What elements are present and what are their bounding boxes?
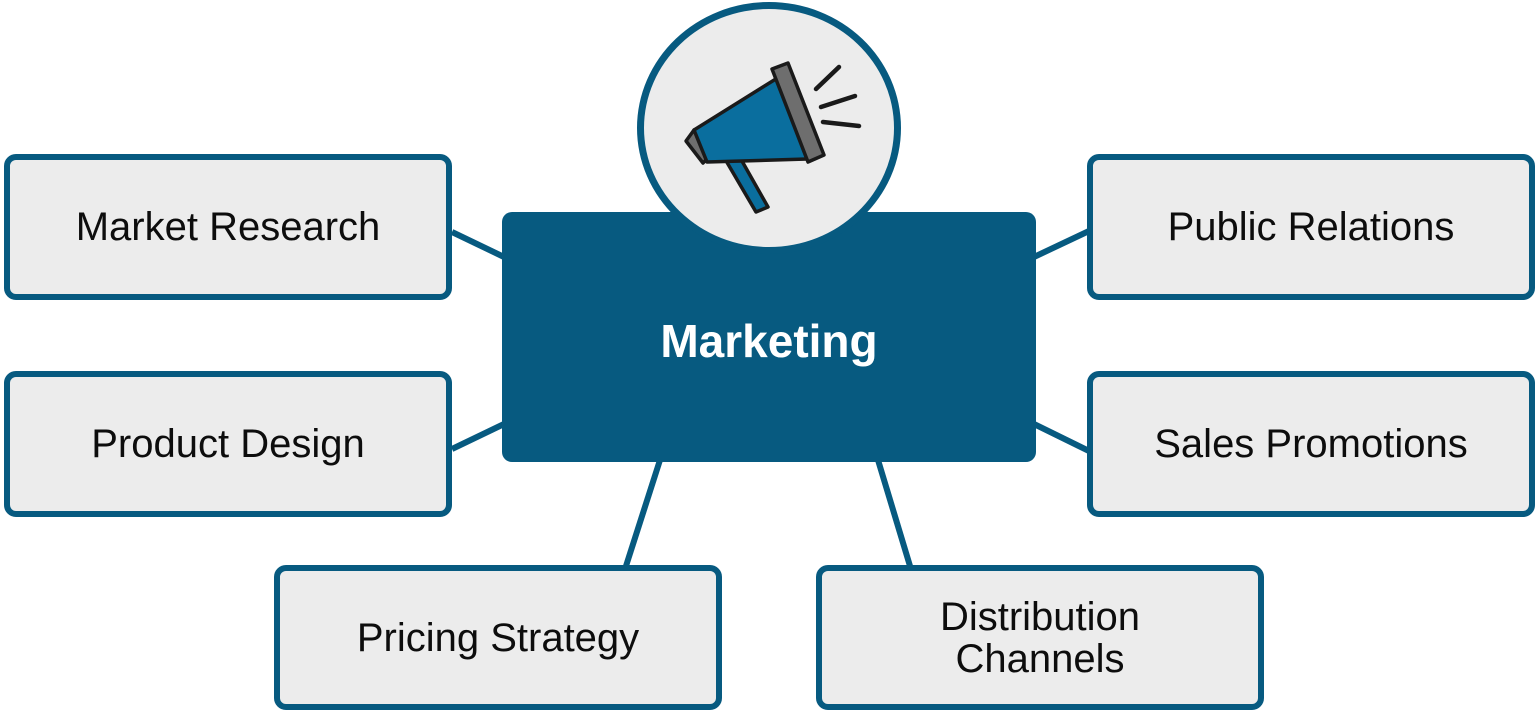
connector-sales-promotions xyxy=(1032,421,1091,454)
connector-market-research xyxy=(450,229,506,260)
node-sales-promotions-label: Sales Promotions xyxy=(1154,422,1468,466)
node-distribution-line2: Channels xyxy=(955,636,1125,681)
node-public-relations-label: Public Relations xyxy=(1167,205,1455,249)
node-product-design: Product Design xyxy=(4,371,452,517)
center-node-marketing: Marketing xyxy=(502,212,1036,462)
sound-line xyxy=(818,93,858,110)
megaphone-badge xyxy=(637,2,901,254)
node-sales-promotions: Sales Promotions xyxy=(1087,371,1535,517)
connector-public-relations xyxy=(1032,228,1091,260)
node-product-design-label: Product Design xyxy=(91,422,365,466)
connector-product-design xyxy=(450,421,506,452)
node-distribution-line1: Distribution xyxy=(939,594,1141,639)
megaphone-icon xyxy=(684,61,862,214)
sound-line xyxy=(820,119,862,129)
connector-pricing-strategy xyxy=(623,459,663,567)
connector-distribution xyxy=(875,459,913,567)
node-public-relations: Public Relations xyxy=(1087,154,1535,300)
node-distribution-channels-label: Distribution Channels xyxy=(940,596,1140,680)
node-distribution-channels: Distribution Channels xyxy=(816,565,1264,710)
node-pricing-strategy: Pricing Strategy xyxy=(274,565,722,710)
sound-line xyxy=(813,64,842,92)
center-node-label: Marketing xyxy=(660,315,878,367)
node-pricing-strategy-label: Pricing Strategy xyxy=(356,615,640,660)
node-market-research-label: Market Research xyxy=(75,205,381,249)
node-market-research: Market Research xyxy=(4,154,452,300)
